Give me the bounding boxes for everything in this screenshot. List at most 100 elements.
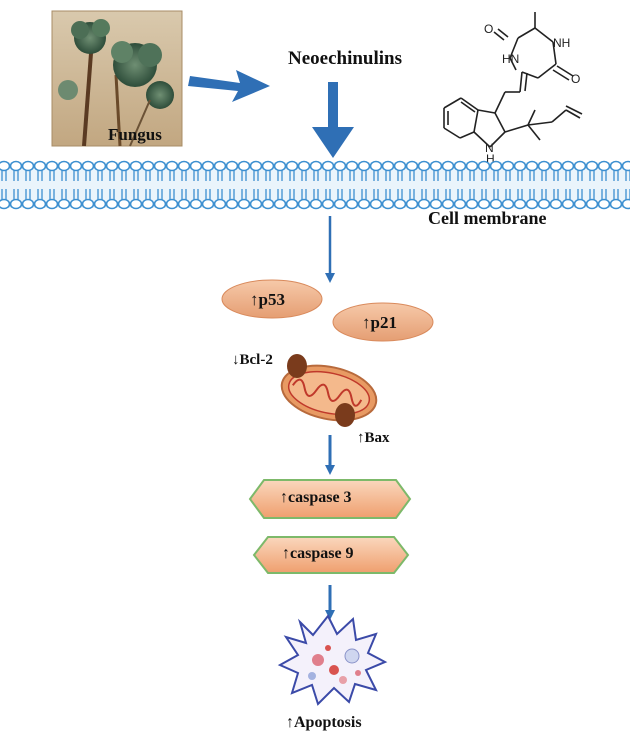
lipid-head [561,198,575,210]
neoechinulin-structure [443,12,583,148]
lipid-head [597,160,611,172]
lipid-head [237,198,251,210]
lipid-head [381,198,395,210]
lipid-head [369,160,383,172]
bax-label: ↑Bax [357,430,390,446]
lipid-head [9,160,23,172]
lipid-head [297,160,311,172]
lipid-head [33,160,47,172]
bcl2-label: ↓Bcl-2 [232,352,273,368]
lipid-head [81,198,95,210]
lipid-head [405,160,419,172]
lipid-head [537,198,551,210]
lipid-head [297,198,311,210]
lipid-head [561,160,575,172]
lipid-head [309,198,323,210]
lipid-head [441,160,455,172]
lipid-head [429,198,443,210]
lipid-head [57,198,71,210]
lipid-head [129,198,143,210]
lipid-head [573,160,587,172]
lipid-head [453,198,467,210]
lipid-head [141,198,155,210]
lipid-head [369,198,383,210]
lipid-head [417,198,431,210]
lipid-head [165,198,179,210]
lipid-head [357,160,371,172]
lipid-head [621,198,630,210]
lipid-head [225,198,239,210]
lipid-head [285,198,299,210]
lipid-head [525,198,539,210]
lipid-head [609,198,623,210]
lipid-head [513,198,527,210]
lipid-head [477,160,491,172]
lipid-head [513,160,527,172]
lipid-head [273,160,287,172]
lipid-head [117,198,131,210]
lipid-head [201,198,215,210]
lipid-head [93,160,107,172]
structure-atom-labels: O NH HN O N H [484,22,580,166]
lipid-head [381,160,395,172]
caspase9-label: ↑caspase 9 [282,545,354,562]
atom-label: O [571,72,580,86]
lipid-head [441,198,455,210]
lipid-head [573,198,587,210]
lipid-head [213,198,227,210]
lipid-head [261,198,275,210]
p21-label: ↑p21 [362,313,397,332]
lipid-head [189,198,203,210]
lipid-head [105,160,119,172]
lipid-head [21,160,35,172]
lipid-head [405,198,419,210]
bax-protein [335,403,355,427]
lipid-head [333,160,347,172]
lipid-head [501,160,515,172]
lipid-head [45,198,59,210]
lipid-head [165,160,179,172]
lipid-head [477,198,491,210]
lipid-head [501,198,515,210]
atom-label: H [486,152,495,166]
lipid-head [357,198,371,210]
lipid-head [273,198,287,210]
lipid-head [393,160,407,172]
cell-membrane [0,160,630,210]
lipid-head [0,160,11,172]
lipid-head [105,198,119,210]
lipid-head [609,160,623,172]
lipid-head [417,160,431,172]
lipid-head [177,198,191,210]
lipid-head [597,198,611,210]
lipid-head [129,160,143,172]
lipid-head [321,160,335,172]
lipid-head [393,198,407,210]
lipid-head [261,160,275,172]
lipid-head [0,198,11,210]
lipid-head [465,198,479,210]
lipid-head [621,160,630,172]
arrow-compound-to-membrane [312,82,354,158]
lipid-head [489,160,503,172]
fungus-image [51,10,183,147]
arrow-fungus-to-compound [188,70,270,102]
caspase9-box [252,536,410,574]
lipid-head [81,160,95,172]
lipid-head [585,160,599,172]
atom-label: N [485,141,494,155]
lipid-head [117,160,131,172]
lipid-head [345,198,359,210]
lipid-head [177,160,191,172]
atom-label: O [484,22,493,36]
caspase3-box [248,479,412,519]
lipid-head [333,198,347,210]
lipid-head [249,198,263,210]
lipid-head [33,198,47,210]
lipid-head [345,160,359,172]
mitochondrion [280,354,378,427]
atom-label: NH [553,36,570,50]
lipid-head [153,160,167,172]
lipid-head [225,160,239,172]
